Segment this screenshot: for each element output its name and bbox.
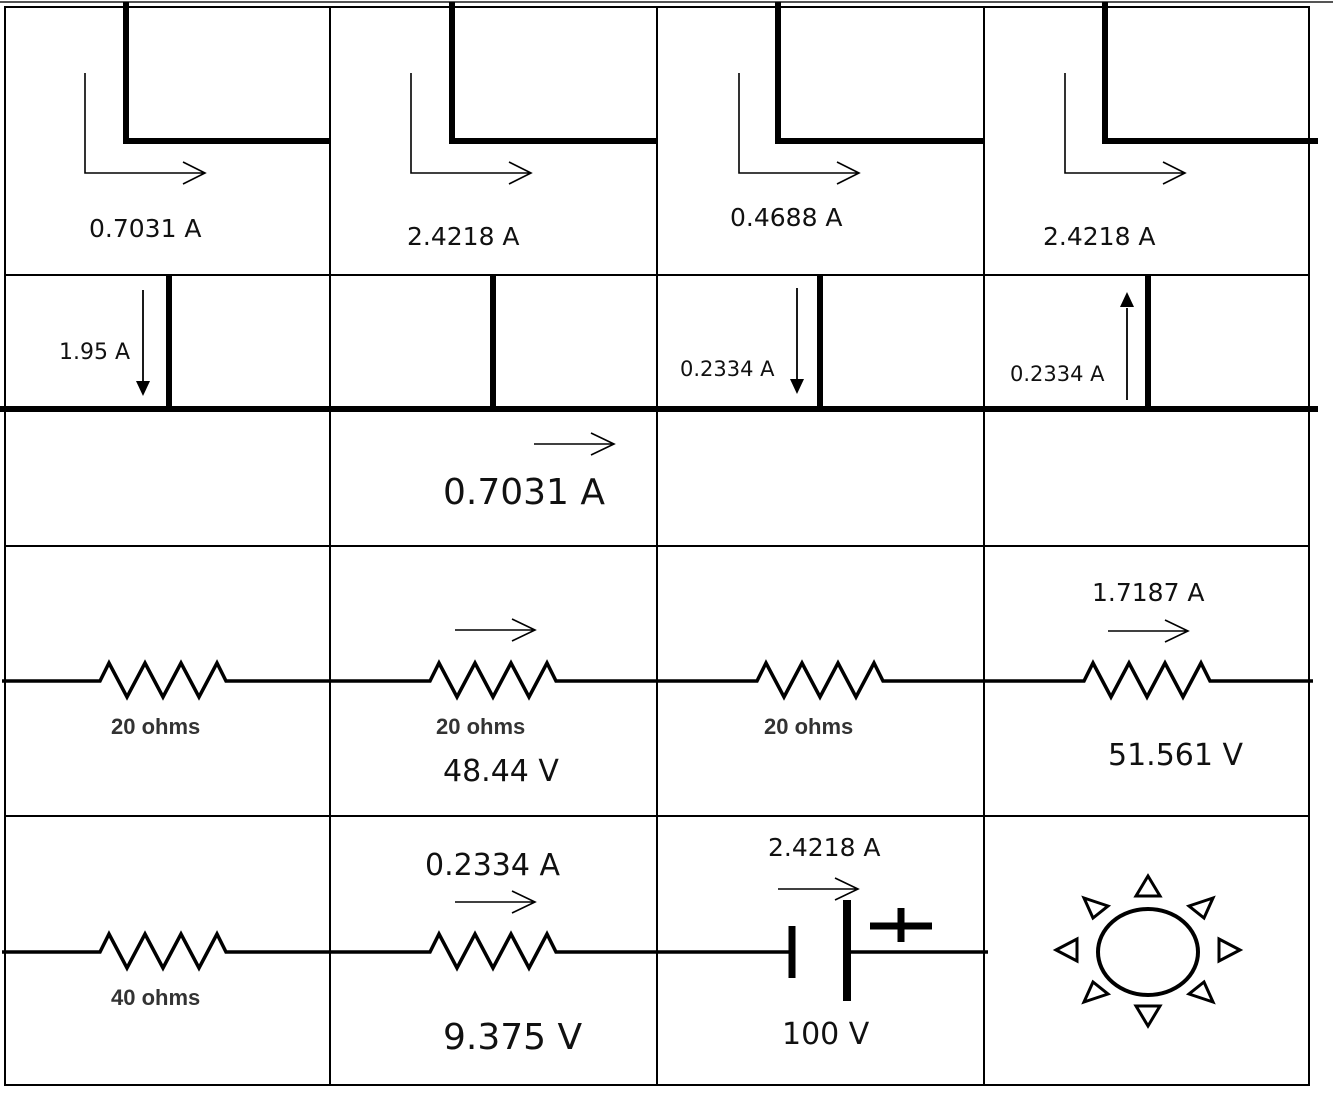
row2-wires — [0, 275, 1318, 412]
row5-wire — [2, 930, 988, 972]
row2-current-arrows — [142, 288, 1128, 400]
light-bulb-icon — [1052, 873, 1244, 1029]
voltage-label-r4c4: 51.561 V — [1108, 738, 1244, 773]
row1-current-arrows — [84, 73, 1187, 185]
resistance-label-r4c1: 20 ohms — [111, 714, 201, 739]
row5-current-arrows — [455, 877, 860, 914]
row4-wire — [2, 659, 1313, 701]
row4-current-arrows — [455, 618, 1190, 643]
current-label-r4c4: 1.7187 A — [1092, 578, 1205, 607]
current-label-r5c2: 0.2334 A — [425, 848, 561, 883]
voltage-label-r4c2: 48.44 V — [443, 754, 559, 789]
battery-icon — [788, 900, 932, 1001]
current-label-r1c1: 0.7031 A — [89, 214, 202, 243]
grid-lines — [4, 6, 1310, 1086]
current-label-r3c2: 0.7031 A — [443, 472, 606, 513]
resistance-label-r4c3: 20 ohms — [764, 714, 854, 739]
resistance-label-r4c2: 20 ohms — [436, 714, 526, 739]
current-label-r1c3: 0.4688 A — [730, 203, 843, 232]
current-label-r2c3: 0.2334 A — [680, 357, 775, 381]
current-label-r2c1: 1.95 A — [59, 340, 131, 365]
voltage-label-r5c3: 100 V — [782, 1017, 870, 1052]
current-label-r2c4: 0.2334 A — [1010, 362, 1105, 386]
current-label-r5c3: 2.4218 A — [768, 833, 881, 862]
current-label-r1c2: 2.4218 A — [407, 222, 520, 251]
row1-wires — [123, 2, 1318, 144]
resistance-label-r5c1: 40 ohms — [111, 985, 201, 1010]
voltage-label-r5c2: 9.375 V — [443, 1017, 583, 1058]
row2-arrowheads — [136, 292, 1134, 396]
row3-current-arrow — [534, 432, 616, 456]
current-label-r1c4: 2.4218 A — [1043, 222, 1156, 251]
